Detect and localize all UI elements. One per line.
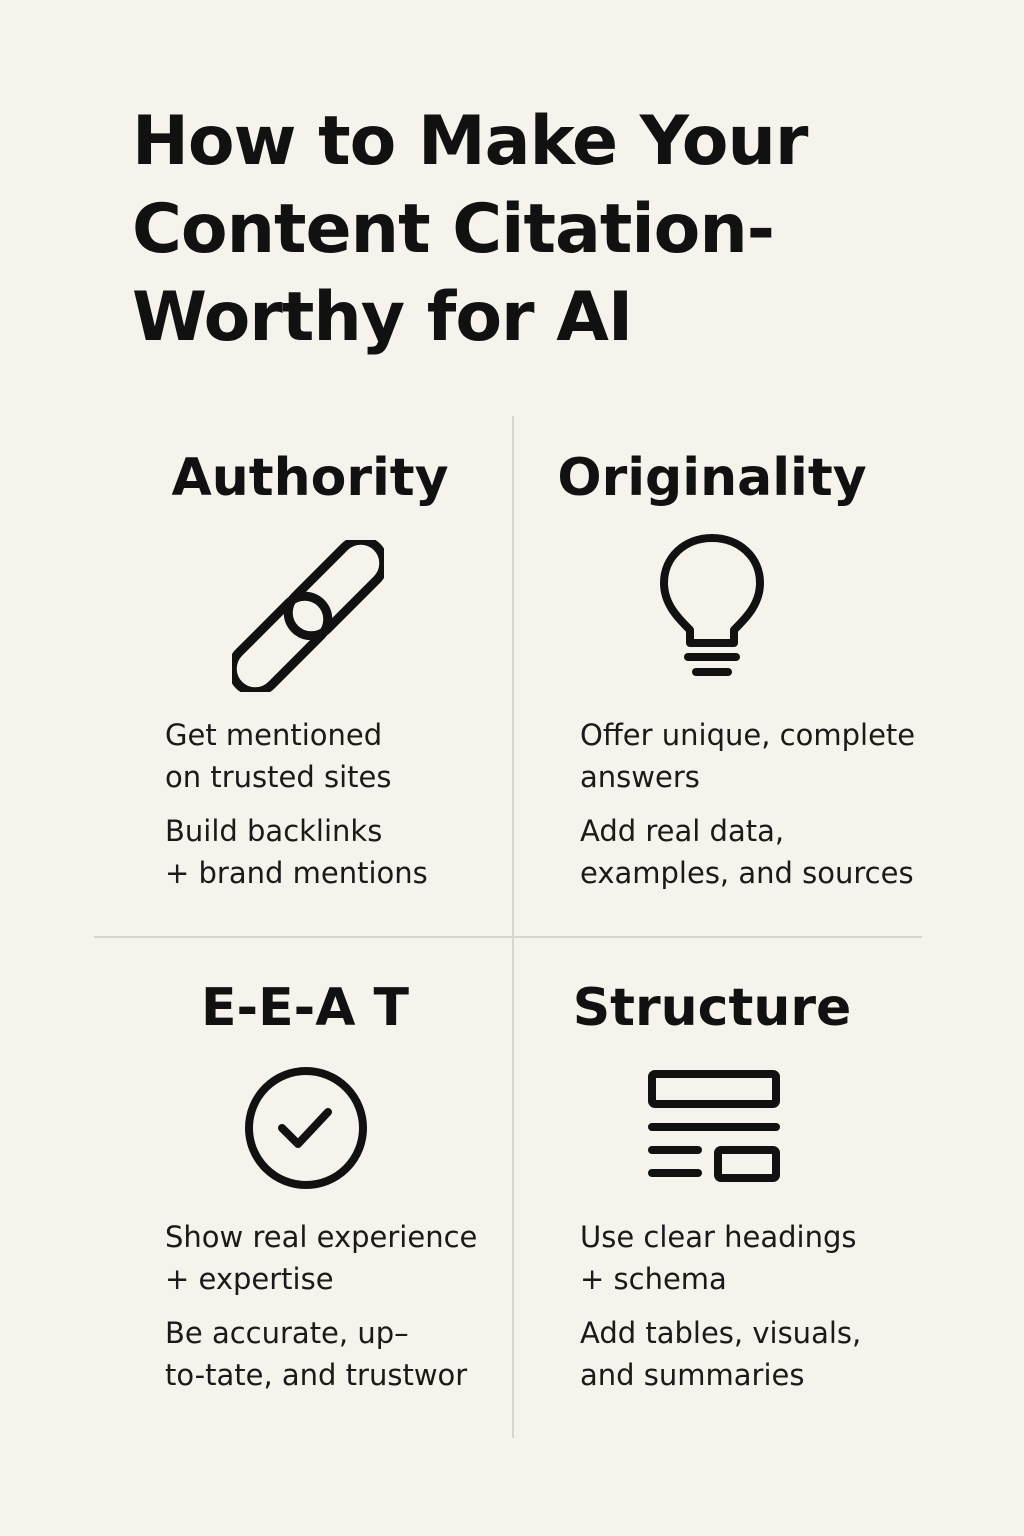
page-title: How to Make Your Content Citation- Worth… — [132, 98, 892, 362]
layout-icon — [646, 1066, 782, 1186]
title-line-1: How to Make Your — [132, 102, 808, 181]
authority-text: Get mentioned on trusted sites Build bac… — [165, 714, 428, 894]
originality-point-2: Add real data, examples, and sources — [580, 814, 914, 890]
originality-point-1: Offer unique, complete answers — [580, 718, 916, 794]
title-line-2: Content Citation- — [132, 190, 775, 269]
eeat-point-2: Be accurate, up– to-tate, and trustwor — [165, 1316, 468, 1392]
eeat-point-1: Show real experience + expertise — [165, 1220, 478, 1296]
eeat-heading: E-E-A T — [200, 978, 410, 1038]
lightbulb-icon — [650, 530, 774, 680]
authority-point-1: Get mentioned on trusted sites — [165, 718, 392, 794]
title-line-3: Worthy for AI — [132, 278, 633, 357]
authority-heading: Authority — [171, 448, 449, 508]
link-icon — [232, 540, 384, 692]
check-circle-icon — [242, 1064, 370, 1192]
horizontal-divider — [94, 936, 922, 938]
originality-heading: Originality — [557, 448, 867, 508]
structure-point-2: Add tables, visuals, and summaries — [580, 1316, 862, 1392]
vertical-divider — [512, 416, 514, 1438]
structure-heading: Structure — [572, 978, 852, 1038]
structure-point-1: Use clear headings + schema — [580, 1220, 857, 1296]
authority-point-2: Build backlinks + brand mentions — [165, 814, 428, 890]
eeat-text: Show real experience + expertise Be accu… — [165, 1216, 477, 1396]
structure-text: Use clear headings + schema Add tables, … — [580, 1216, 861, 1396]
originality-text: Offer unique, complete answers Add real … — [580, 714, 915, 894]
